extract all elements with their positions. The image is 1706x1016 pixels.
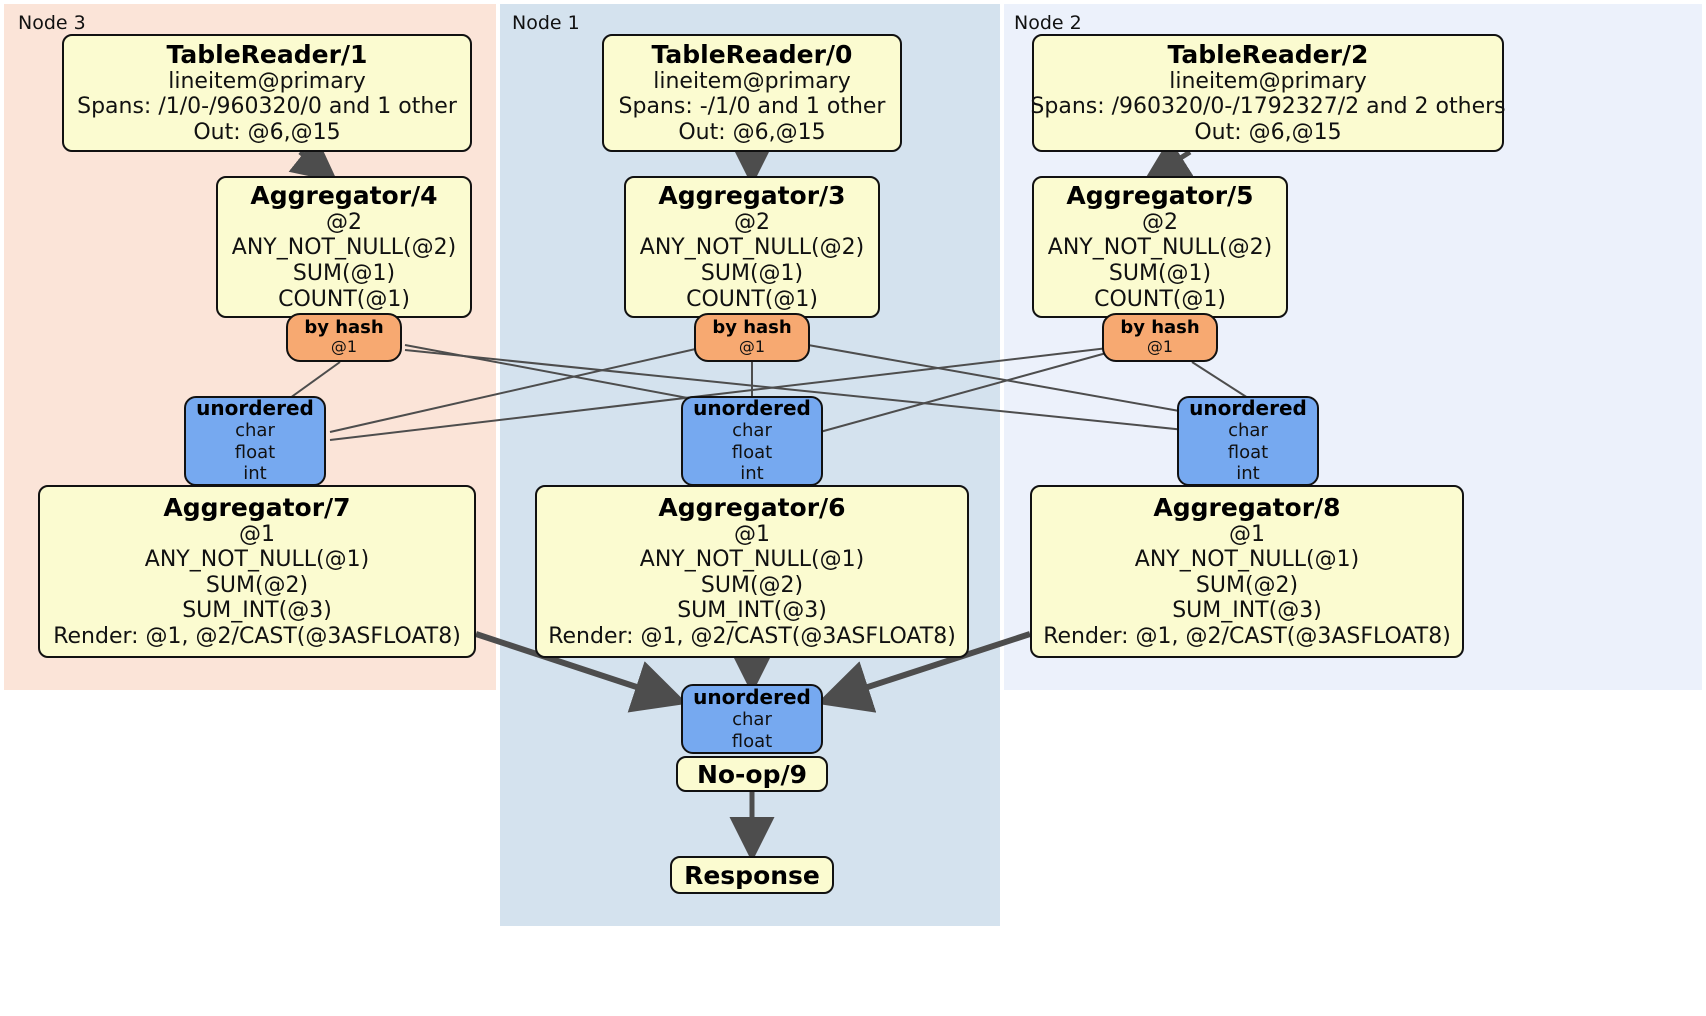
sync-line: char: [732, 708, 772, 730]
node-line: SUM_INT(@3): [1172, 598, 1322, 624]
node-aggregator-4[interactable]: Aggregator/4 @2 ANY_NOT_NULL(@2) SUM(@1)…: [216, 176, 472, 318]
node-line: SUM(@2): [205, 572, 309, 598]
node-table-reader-0[interactable]: TableReader/0 lineitem@primary Spans: -/…: [602, 34, 902, 152]
node-line: Spans: -/1/0 and 1 other: [618, 94, 886, 120]
node-title: Aggregator/6: [658, 492, 846, 522]
sync-line: int: [740, 463, 764, 485]
node-line: ANY_NOT_NULL(@2): [1047, 235, 1273, 261]
node-router-by-hash-center[interactable]: by hash @1: [694, 313, 810, 362]
sync-line: char: [1228, 420, 1268, 442]
sync-line: int: [1236, 463, 1260, 485]
node-line: ANY_NOT_NULL(@2): [231, 235, 457, 261]
node-line: SUM(@1): [700, 261, 804, 286]
panel-label-node-2: Node 2: [1014, 12, 1082, 34]
node-line: SUM_INT(@3): [182, 598, 332, 624]
router-title: by hash: [1120, 317, 1200, 339]
node-table-reader-1[interactable]: TableReader/1 lineitem@primary Spans: /1…: [62, 34, 472, 152]
sync-line: float: [731, 441, 773, 463]
node-line: @1: [1229, 521, 1265, 547]
node-aggregator-8[interactable]: Aggregator/8 @1 ANY_NOT_NULL(@1) SUM(@2)…: [1030, 485, 1464, 658]
node-line: ANY_NOT_NULL(@2): [639, 235, 865, 261]
node-aggregator-6[interactable]: Aggregator/6 @1 ANY_NOT_NULL(@1) SUM(@2)…: [535, 485, 969, 658]
node-line: Render: @1, @2/CAST(@3ASFLOAT8): [53, 623, 461, 649]
router-title: by hash: [712, 317, 792, 339]
node-line: Out: @6,@15: [1194, 119, 1342, 145]
node-synchronizer-right[interactable]: unordered char float int: [1177, 396, 1319, 486]
panel-label-node-1: Node 1: [512, 12, 580, 34]
node-line: lineitem@primary: [168, 68, 366, 94]
node-synchronizer-center[interactable]: unordered char float int: [681, 396, 823, 486]
node-title: No-op/9: [696, 759, 808, 789]
node-line: lineitem@primary: [1169, 68, 1367, 94]
sync-line: float: [1227, 441, 1269, 463]
router-line: @1: [330, 337, 358, 357]
node-line: COUNT(@1): [278, 286, 410, 312]
router-line: @1: [738, 337, 766, 357]
node-title: Aggregator/7: [163, 492, 351, 522]
node-line: Out: @6,@15: [193, 119, 341, 145]
node-line: SUM(@2): [1195, 572, 1299, 598]
node-line: @1: [239, 521, 275, 547]
node-line: COUNT(@1): [686, 286, 818, 312]
node-line: SUM(@1): [292, 261, 396, 286]
sync-title: unordered: [1189, 396, 1307, 421]
node-line: Out: @6,@15: [678, 119, 826, 145]
router-title: by hash: [304, 317, 384, 339]
node-router-by-hash-left[interactable]: by hash @1: [286, 313, 402, 362]
sync-title: unordered: [693, 396, 811, 421]
node-title: Aggregator/5: [1066, 180, 1254, 210]
node-line: @1: [734, 521, 770, 547]
node-line: ANY_NOT_NULL(@1): [1134, 547, 1360, 573]
node-line: Render: @1, @2/CAST(@3ASFLOAT8): [548, 623, 956, 649]
node-line: Render: @1, @2/CAST(@3ASFLOAT8): [1043, 623, 1451, 649]
node-no-op-9[interactable]: No-op/9: [676, 756, 828, 792]
node-line: @2: [734, 209, 770, 235]
node-line: ANY_NOT_NULL(@1): [144, 547, 370, 573]
node-synchronizer-left[interactable]: unordered char float int: [184, 396, 326, 486]
node-synchronizer-final[interactable]: unordered char float: [681, 684, 823, 754]
node-aggregator-3[interactable]: Aggregator/3 @2 ANY_NOT_NULL(@2) SUM(@1)…: [624, 176, 880, 318]
sync-line: float: [731, 730, 773, 752]
node-line: COUNT(@1): [1094, 286, 1226, 312]
node-title: TableReader/2: [1167, 39, 1369, 69]
node-line: lineitem@primary: [653, 68, 851, 94]
sync-line: char: [235, 420, 275, 442]
node-title: TableReader/0: [651, 39, 853, 69]
sync-line: char: [732, 420, 772, 442]
node-line: Spans: /1/0-/960320/0 and 1 other: [77, 94, 457, 120]
node-line: ANY_NOT_NULL(@1): [639, 547, 865, 573]
node-line: @2: [326, 209, 362, 235]
node-router-by-hash-right[interactable]: by hash @1: [1102, 313, 1218, 362]
node-title: Aggregator/4: [250, 180, 438, 210]
panel-label-node-3: Node 3: [18, 12, 86, 34]
node-aggregator-7[interactable]: Aggregator/7 @1 ANY_NOT_NULL(@1) SUM(@2)…: [38, 485, 476, 658]
node-line: Spans: /960320/0-/1792327/2 and 2 others: [1030, 94, 1506, 120]
router-line: @1: [1146, 337, 1174, 357]
node-line: SUM(@1): [1108, 261, 1212, 286]
node-aggregator-5[interactable]: Aggregator/5 @2 ANY_NOT_NULL(@2) SUM(@1)…: [1032, 176, 1288, 318]
sync-line: float: [234, 441, 276, 463]
sync-title: unordered: [693, 684, 811, 709]
node-line: SUM(@2): [700, 572, 804, 598]
sync-line: int: [243, 463, 267, 485]
node-response[interactable]: Response: [670, 856, 834, 894]
node-title: Aggregator/3: [658, 180, 846, 210]
node-title: TableReader/1: [166, 39, 368, 69]
sync-title: unordered: [196, 396, 314, 421]
node-title: Aggregator/8: [1153, 492, 1341, 522]
node-table-reader-2[interactable]: TableReader/2 lineitem@primary Spans: /9…: [1030, 34, 1506, 152]
node-title: Response: [684, 860, 820, 890]
node-line: @2: [1142, 209, 1178, 235]
node-line: SUM_INT(@3): [677, 598, 827, 624]
